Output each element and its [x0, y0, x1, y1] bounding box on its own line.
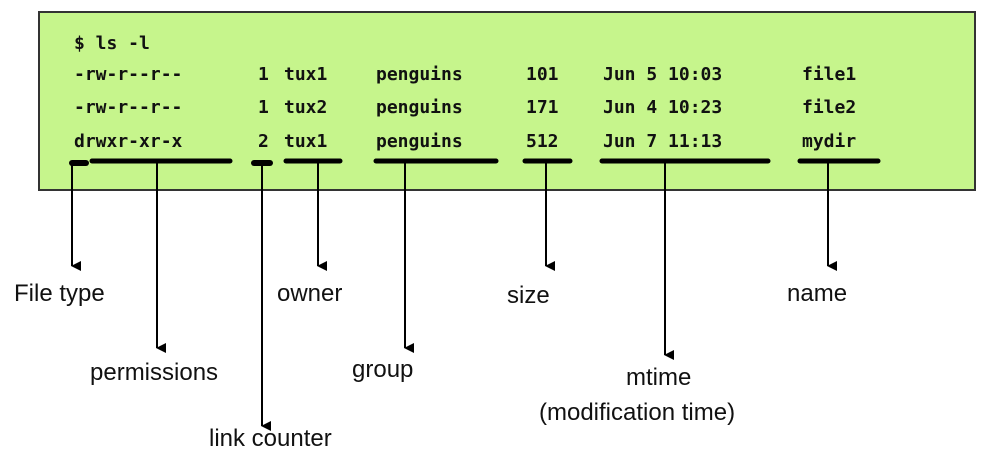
permissions-cell: -rw-r--r-- — [74, 97, 183, 118]
mtime-cell: Jun 4 10:23 — [603, 97, 723, 118]
group-cell: penguins — [376, 97, 463, 118]
name-label: name — [787, 280, 848, 307]
owner-cell: tux1 — [284, 64, 328, 85]
permissions-cell: -rw-r--r-- — [74, 64, 183, 85]
file-type-label: File type — [14, 280, 105, 307]
size-cell: 512 — [526, 131, 559, 152]
mtime-note-label: (modification time) — [539, 399, 736, 426]
size-label: size — [507, 282, 550, 309]
size-cell: 101 — [526, 64, 559, 85]
link-counter-label: link counter — [209, 425, 332, 452]
group-label: group — [352, 356, 414, 383]
filename-cell: file1 — [802, 64, 857, 85]
owner-cell: tux1 — [284, 131, 328, 152]
permissions-label: permissions — [90, 359, 219, 386]
permissions-cell: drwxr-xr-x — [74, 131, 183, 152]
owner-cell: tux2 — [284, 97, 328, 118]
group-cell: penguins — [376, 64, 463, 85]
size-cell: 171 — [526, 97, 559, 118]
link-count-cell: 1 — [258, 64, 269, 85]
mtime-label: mtime — [626, 364, 692, 391]
group-cell: penguins — [376, 131, 463, 152]
link-count-cell: 2 — [258, 131, 269, 152]
filename-cell: file2 — [802, 97, 857, 118]
mtime-cell: Jun 5 10:03 — [603, 64, 723, 85]
filename-cell: mydir — [802, 131, 857, 152]
owner-label: owner — [277, 280, 343, 307]
link-count-cell: 1 — [258, 97, 269, 118]
mtime-cell: Jun 7 11:13 — [603, 131, 723, 152]
command-line: $ ls -l — [74, 33, 150, 54]
